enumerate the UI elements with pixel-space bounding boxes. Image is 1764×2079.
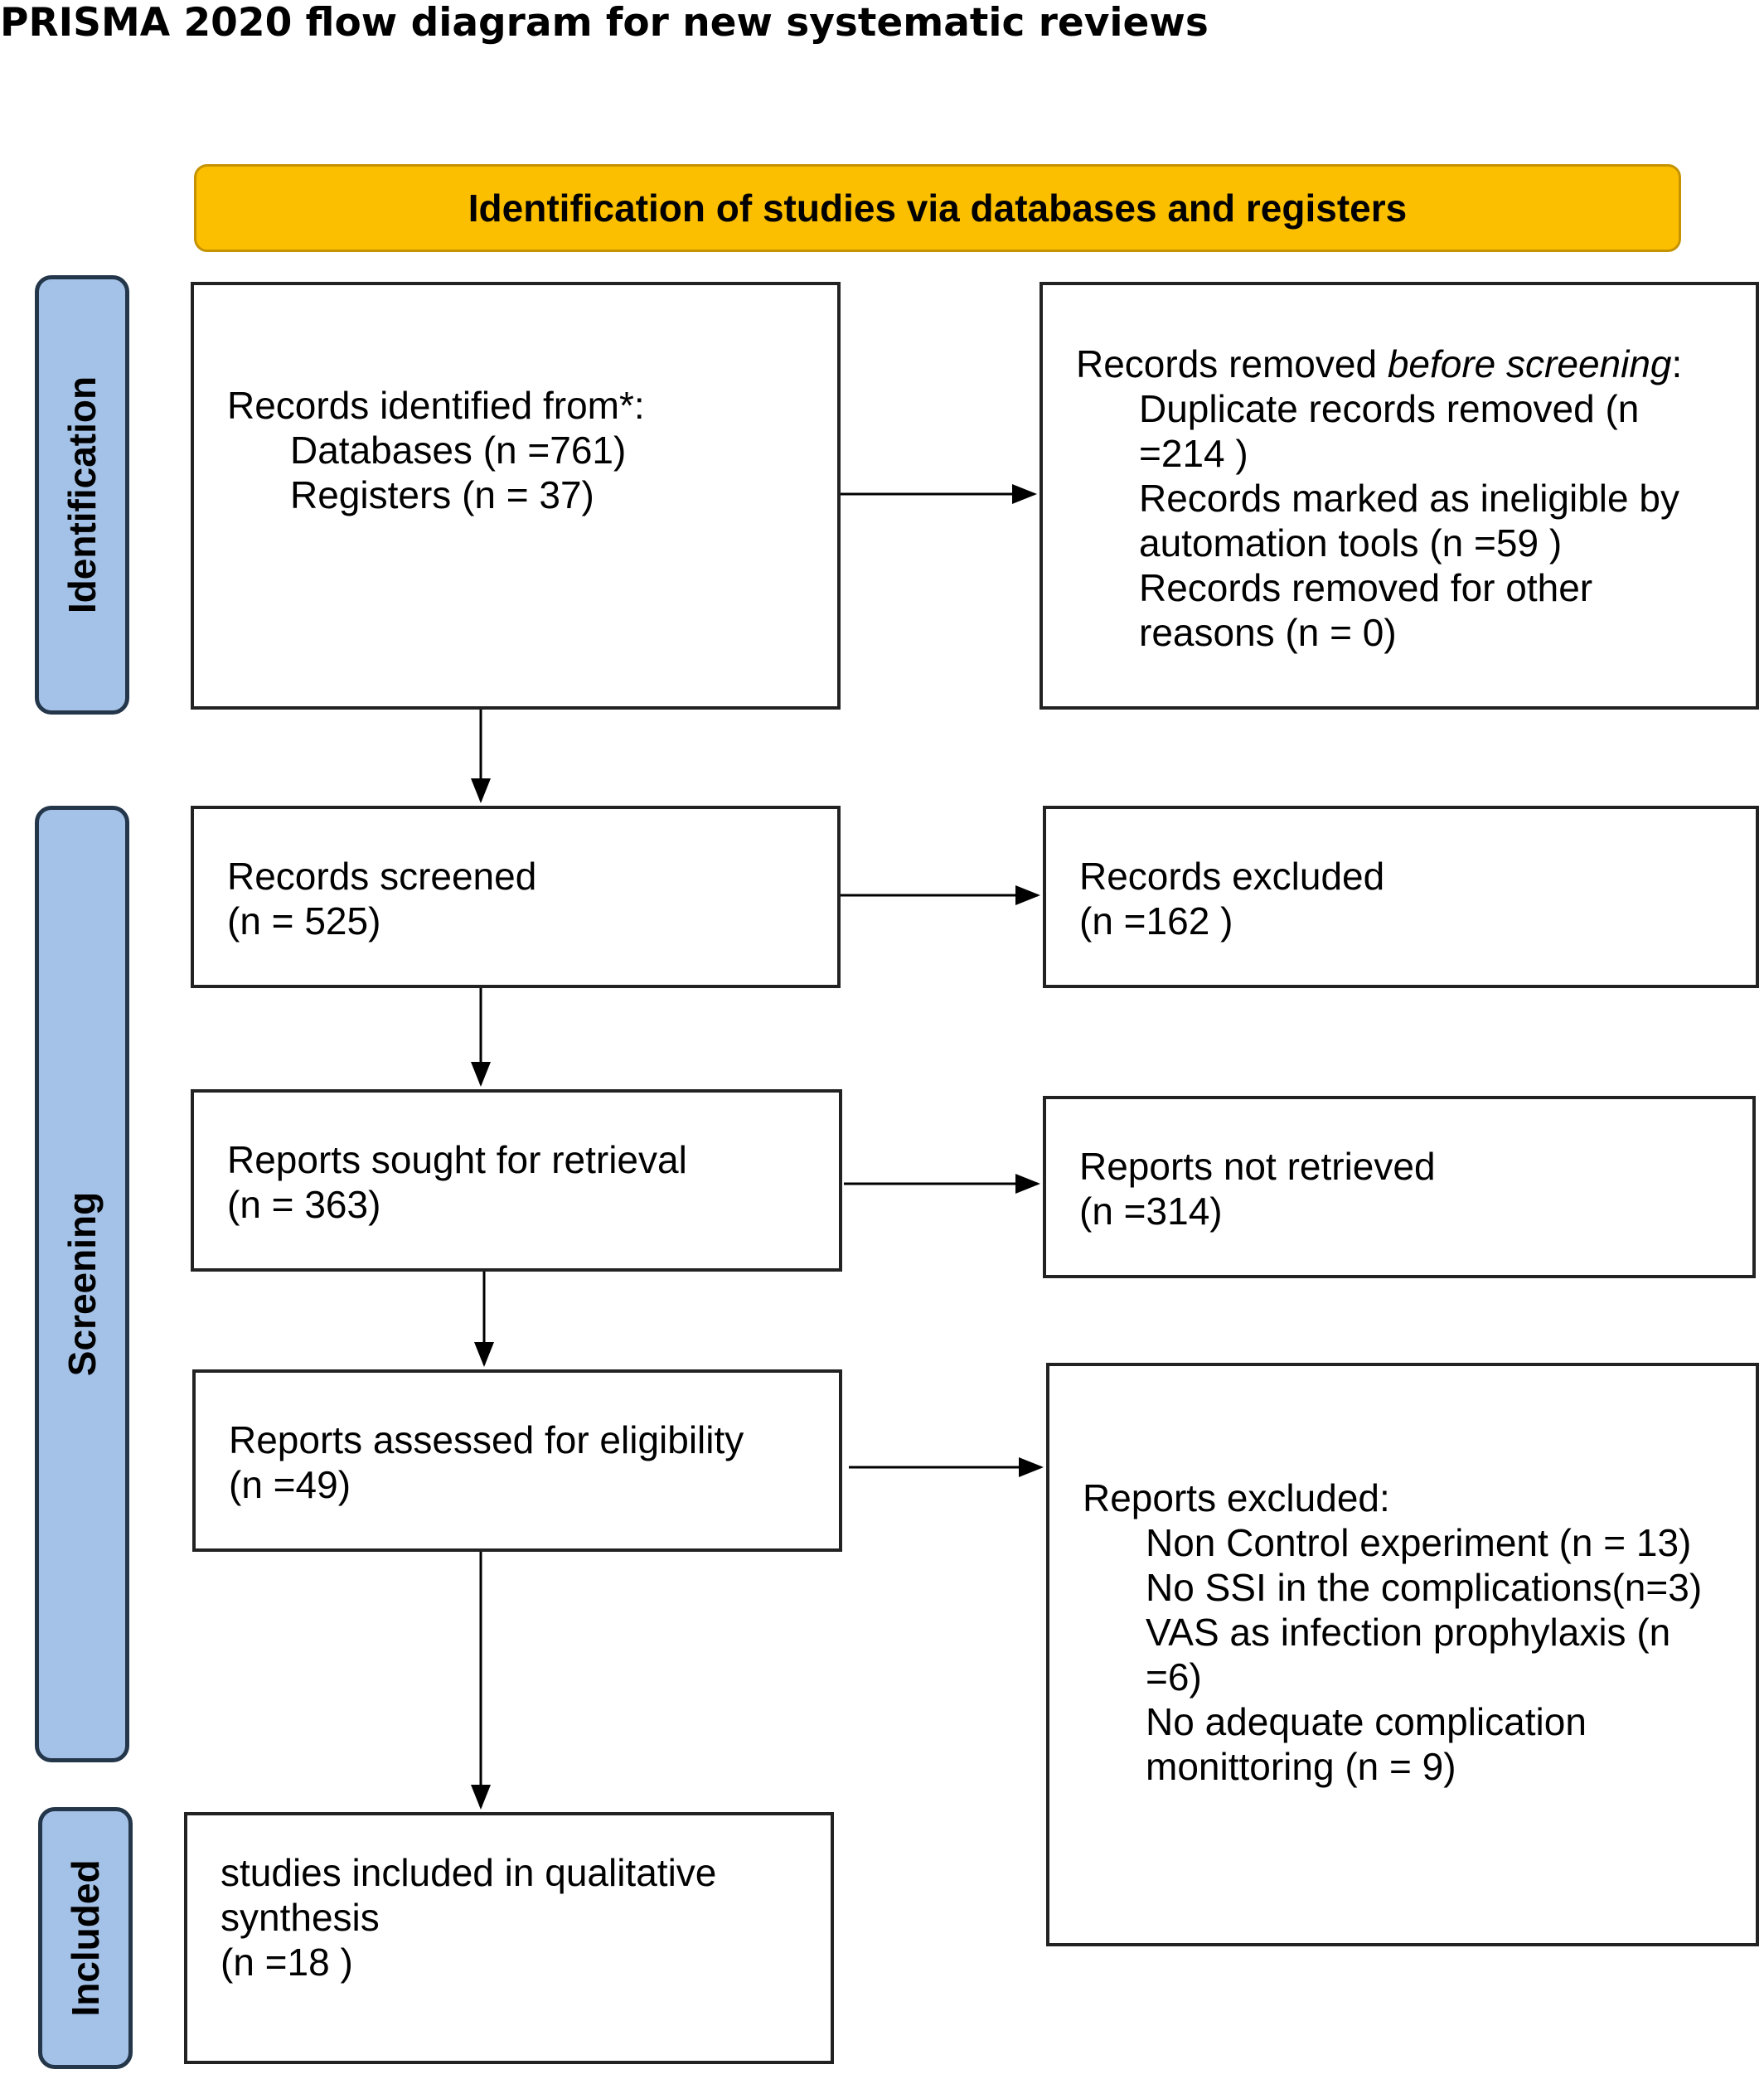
registers-count: Registers (n = 37) [290, 473, 594, 516]
reports-not-retrieved-count: (n =314) [1079, 1190, 1223, 1233]
reports-excluded-box: Reports excluded: Non Control experiment… [1046, 1363, 1759, 1946]
reports-assessed-box: Reports assessed for eligibility (n =49) [192, 1369, 842, 1552]
phase-screening: Screening [35, 806, 129, 1762]
other-reasons-line-2: reasons (n = 0) [1139, 611, 1397, 654]
other-reasons-line-1: Records removed for other [1139, 566, 1593, 609]
duplicates-removed-line-2: =214 ) [1139, 432, 1248, 475]
exclusion-reason-non-control: Non Control experiment (n = 13) [1146, 1521, 1692, 1564]
exclusion-reason-monitoring-line-2: monittoring (n = 9) [1146, 1745, 1456, 1788]
exclusion-reason-monitoring-line-1: No adequate complication [1146, 1700, 1587, 1743]
banner-label: Identification of studies via databases … [468, 187, 1408, 230]
records-screened-count: (n = 525) [227, 899, 381, 943]
studies-included-label-line-2: synthesis [220, 1896, 380, 1939]
databases-count: Databases (n =761) [290, 429, 627, 472]
exclusion-reason-no-ssi: No SSI in the complications(n=3) [1146, 1566, 1703, 1609]
studies-included-label-line-1: studies included in qualitative [220, 1851, 717, 1894]
records-screened-label: Records screened [227, 855, 537, 898]
records-removed-heading-emphasis: before screening [1387, 342, 1672, 385]
reports-excluded-heading: Reports excluded: [1083, 1476, 1390, 1519]
reports-not-retrieved-label: Reports not retrieved [1079, 1145, 1436, 1188]
page-title: PRISMA 2020 flow diagram for new systema… [0, 0, 1209, 46]
exclusion-reason-vas-line-2: =6) [1146, 1655, 1202, 1699]
studies-included-box: studies included in qualitative synthesi… [184, 1812, 834, 2064]
records-screened-box: Records screened (n = 525) [191, 806, 841, 988]
reports-sought-count: (n = 363) [227, 1183, 381, 1226]
records-removed-heading-prefix: Records removed [1076, 342, 1388, 385]
reports-not-retrieved-box: Reports not retrieved (n =314) [1043, 1096, 1756, 1278]
records-removed-heading-suffix: : [1671, 342, 1683, 385]
reports-assessed-label: Reports assessed for eligibility [229, 1418, 744, 1461]
automation-ineligible-line-2: automation tools (n =59 ) [1139, 521, 1563, 565]
records-excluded-count: (n =162 ) [1079, 899, 1233, 943]
records-identified-heading: Records identified from*: [227, 384, 645, 427]
duplicates-removed-line-1: Duplicate records removed (n [1139, 387, 1640, 430]
exclusion-reason-vas-line-1: VAS as infection prophylaxis (n [1146, 1611, 1671, 1654]
reports-sought-box: Reports sought for retrieval (n = 363) [191, 1089, 842, 1272]
phase-identification: Identification [35, 275, 129, 715]
records-removed-box: Records removed before screening: Duplic… [1040, 282, 1759, 710]
identification-banner: Identification of studies via databases … [194, 164, 1681, 252]
reports-assessed-count: (n =49) [229, 1463, 351, 1506]
records-excluded-box: Records excluded (n =162 ) [1043, 806, 1759, 988]
studies-included-count: (n =18 ) [220, 1941, 353, 1984]
phase-included: Included [38, 1807, 133, 2069]
automation-ineligible-line-1: Records marked as ineligible by [1139, 477, 1679, 520]
reports-sought-label: Reports sought for retrieval [227, 1138, 687, 1181]
records-removed-heading: Records removed before screening: [1076, 342, 1756, 386]
records-excluded-label: Records excluded [1079, 855, 1385, 898]
records-identified-box: Records identified from*: Databases (n =… [191, 282, 841, 710]
